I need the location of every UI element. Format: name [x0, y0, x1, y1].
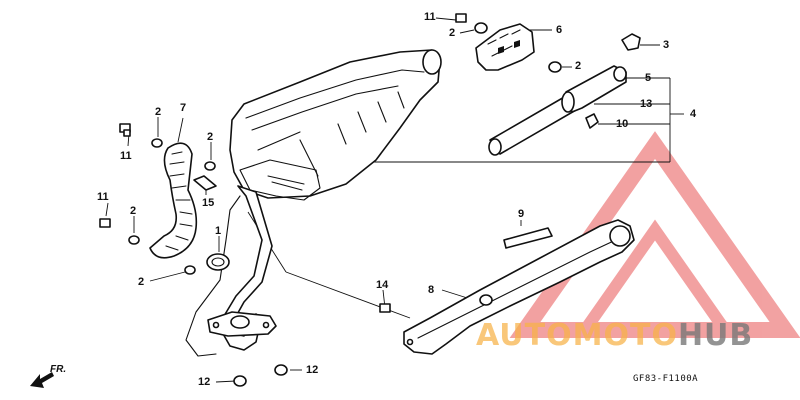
callout-2-b: 2	[575, 60, 582, 72]
diagram-code: GF83-F1100A	[633, 374, 699, 384]
heat-guard-part-7	[149, 142, 198, 259]
callout-15: 15	[202, 197, 215, 209]
callout-2-e: 2	[130, 205, 137, 217]
callout-2-c: 2	[155, 106, 162, 118]
muffler	[229, 49, 442, 201]
callout-2-f: 2	[138, 276, 145, 288]
callout-10: 10	[616, 118, 629, 130]
callout-11-low: 11	[97, 191, 109, 203]
watermark-part-a: AUTOMOTO	[476, 318, 678, 353]
callout-14: 14	[376, 279, 389, 291]
tail-pipe-part-5	[488, 65, 627, 156]
callout-3: 3	[663, 39, 670, 51]
callout-7: 7	[180, 102, 187, 114]
callout-11-left: 11	[120, 150, 132, 162]
callout-4: 4	[690, 108, 697, 120]
callout-2-d: 2	[207, 131, 214, 143]
callout-2-a: 2	[449, 27, 456, 39]
front-direction-arrow	[30, 372, 54, 388]
heat-shield-part-6	[475, 23, 535, 71]
callout-1: 1	[215, 225, 222, 237]
left-fasteners	[99, 123, 217, 275]
callout-6: 6	[556, 24, 563, 36]
front-label: FR.	[50, 364, 67, 375]
bracket-part-8	[403, 219, 635, 355]
bottom-fasteners	[233, 303, 391, 387]
watermark-triangle-logo	[509, 131, 800, 338]
callout-12-right: 12	[306, 364, 319, 376]
callout-13: 13	[640, 98, 653, 110]
watermark-text: AUTOMOTOHUB	[476, 318, 753, 353]
callout-8: 8	[428, 284, 435, 296]
exhaust-pipe	[185, 185, 277, 357]
top-fasteners	[455, 13, 641, 73]
label-part-9	[503, 227, 553, 249]
callout-12-left: 12	[198, 376, 211, 388]
watermark-part-b: HUB	[677, 318, 754, 353]
callout-5: 5	[645, 72, 652, 84]
callout-9: 9	[518, 208, 525, 220]
callout-11-top: 11	[424, 11, 436, 23]
gasket-part-1	[206, 253, 230, 271]
